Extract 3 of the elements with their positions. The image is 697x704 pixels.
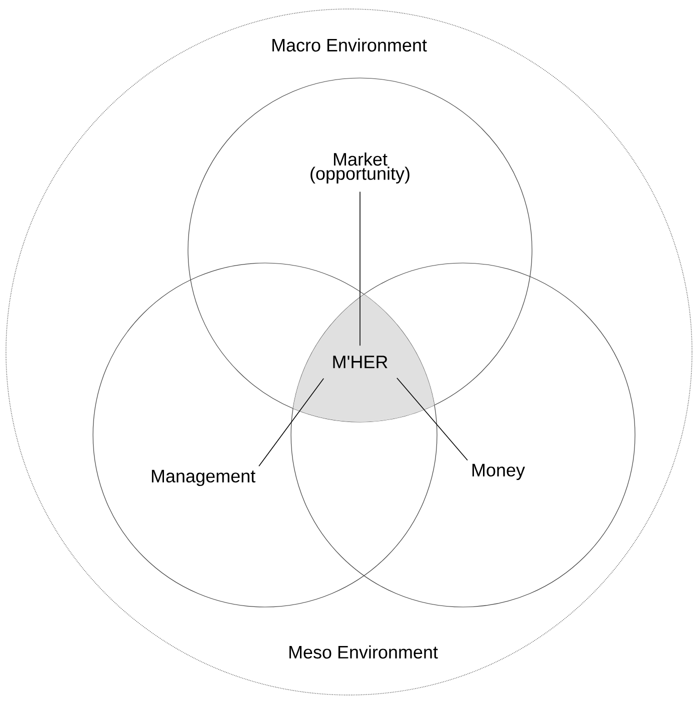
leader-line (396, 378, 468, 461)
leader-line (258, 378, 324, 467)
intersection-region: M'HER (333, 356, 388, 368)
